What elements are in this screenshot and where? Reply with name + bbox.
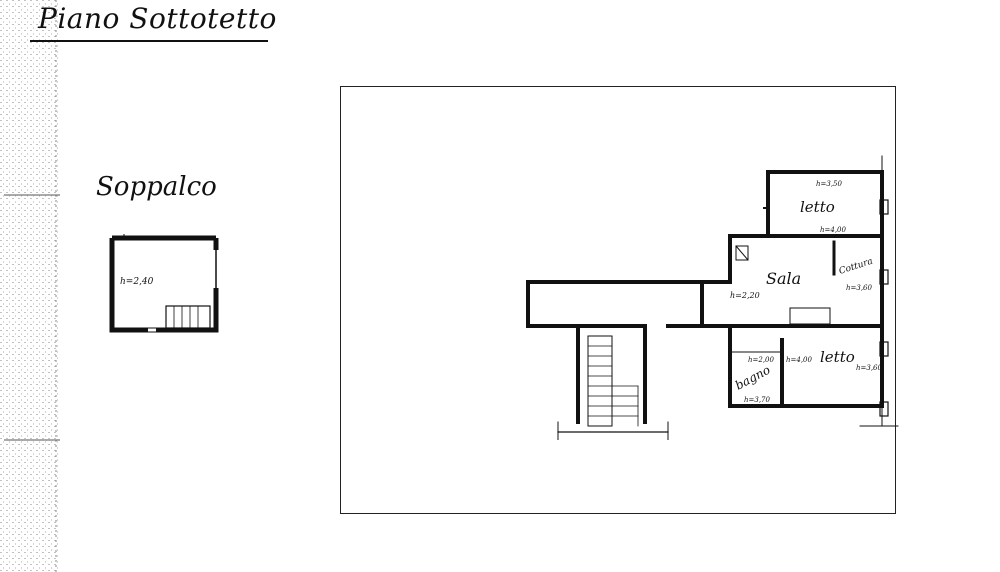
soppalco-walls [109,235,219,333]
cottura-height: h=3,60 [846,284,873,292]
letto-top-height-bottom: h=4,00 [820,226,847,234]
letto-top-walls [766,170,884,238]
letto-bottom-name: letto [820,348,855,366]
lower-block-walls [728,324,884,408]
soppalco-stair [165,305,211,329]
floor-plan: h=3,50 letto h=4,00 Sala h=2,20 Cottura … [526,155,899,440]
letto-top-height-top: h=3,50 [816,180,843,188]
letto-top-name: letto [800,198,835,216]
page-title: Piano Sottotetto [38,2,277,35]
corridor-walls [526,280,704,328]
sala-name: Sala [766,269,801,288]
soppalco-label: Soppalco [96,172,217,202]
letto-bottom-height-right: h=3,60 [856,364,883,372]
bagno-height-top: h=2,00 [748,356,775,364]
plan-frame [340,86,896,514]
stair-flight [587,335,613,427]
sala-height: h=2,20 [730,291,760,300]
title-underline [30,40,268,42]
sala-stair [789,307,831,325]
sala-walls [700,234,884,328]
margin-grid-strip [0,0,60,572]
soppalco-plan: h=2,40 [109,234,219,333]
bagno-height-bottom: h=3,70 [744,396,771,404]
stair-core-walls [576,324,647,424]
cottura-name: Cottura [838,257,874,277]
soppalco-height: h=2,40 [120,277,154,287]
bagno-name: bagno [733,363,773,393]
window-markers [879,199,889,417]
letto-bottom-height-left: h=4,00 [786,356,813,364]
